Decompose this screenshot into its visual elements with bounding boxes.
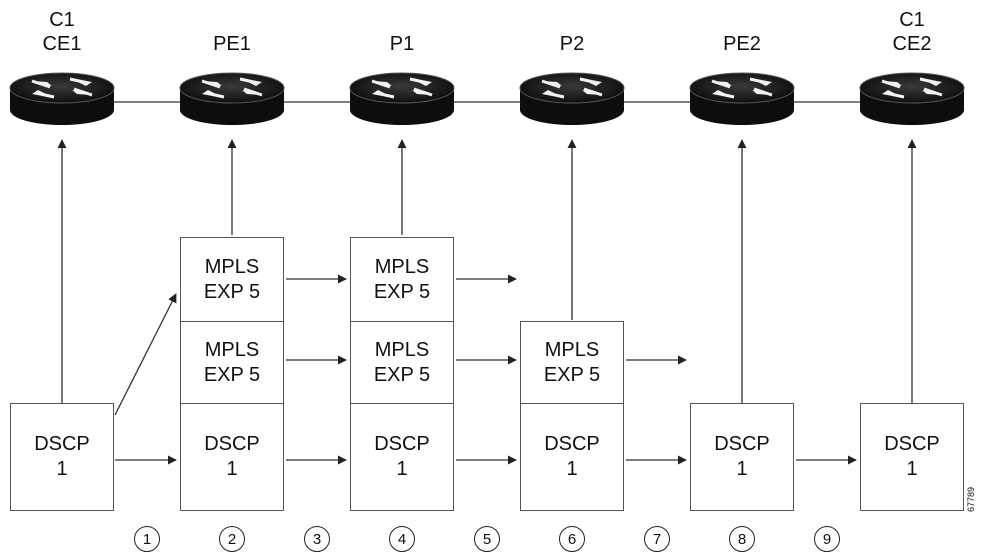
router-icon-ce2 — [859, 72, 965, 125]
router-layer — [9, 72, 965, 125]
router-icon-ce1 — [9, 72, 115, 125]
router-icon-pe1 — [179, 72, 285, 125]
horizontal-arrows — [114, 274, 857, 465]
arrow-ce1-to-pe1-mpls — [114, 293, 177, 416]
router-icon-p1 — [349, 72, 455, 125]
vertical-arrows — [57, 139, 917, 403]
router-icon-p2 — [519, 72, 625, 125]
router-icon-pe2 — [689, 72, 795, 125]
